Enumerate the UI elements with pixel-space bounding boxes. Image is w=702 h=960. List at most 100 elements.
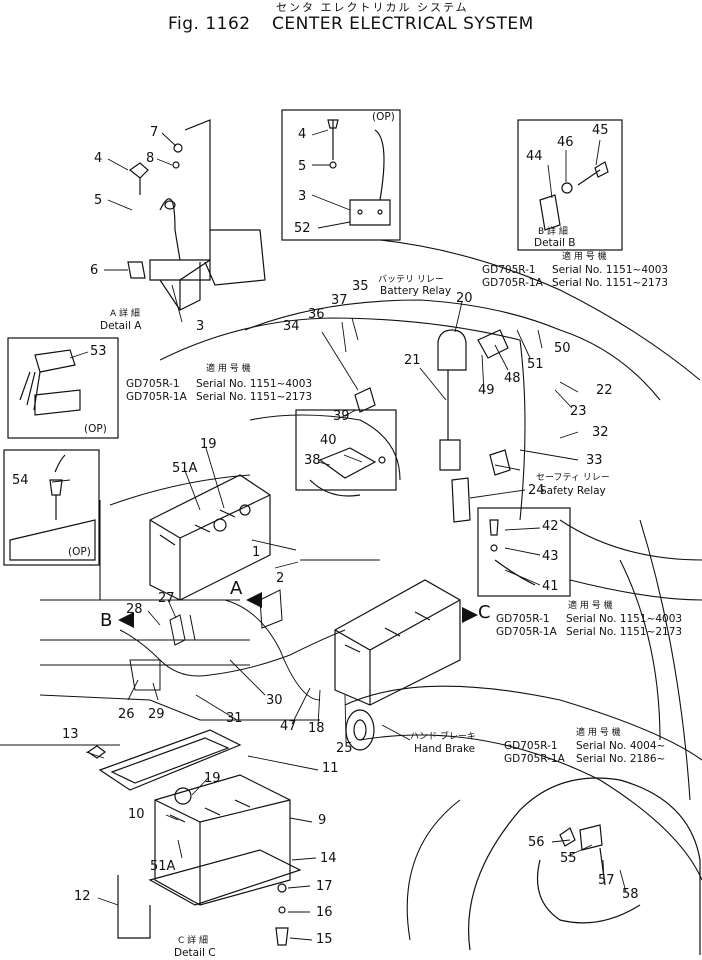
part-number: 37 xyxy=(331,293,348,308)
part-number: 5 xyxy=(94,193,103,208)
part-number: 9 xyxy=(318,813,327,828)
serial-c-1: Serial No. 1151~4003 xyxy=(566,613,683,625)
serial-hb-2: Serial No. 2186~ xyxy=(576,753,666,765)
safety-relay-jp: セーフティ リレー xyxy=(536,473,610,483)
part-number: 3 xyxy=(298,189,307,204)
hand-brake-jp: ハンド ブレーキ xyxy=(410,732,476,742)
part-number: 51A xyxy=(150,859,176,874)
part-number: 4 xyxy=(298,127,307,142)
serial-hb-1: Serial No. 4004~ xyxy=(576,740,666,752)
part-number: 53 xyxy=(90,344,107,359)
title-japanese: センタ エレクトリカル システム xyxy=(276,1,469,14)
part-number: 17 xyxy=(316,879,333,894)
part-number: 7 xyxy=(150,125,159,140)
part-number: 25 xyxy=(336,741,353,756)
part-number: 11 xyxy=(322,761,339,776)
part-number: 56 xyxy=(528,835,545,850)
part-number: 52 xyxy=(294,221,311,236)
figure-title: CENTER ELECTRICAL SYSTEM xyxy=(272,14,534,34)
part-number: 21 xyxy=(404,353,421,368)
view-marker-b: B xyxy=(100,610,113,631)
part-number: 8 xyxy=(146,151,155,166)
model-b-2: GD705R-1A xyxy=(482,277,543,289)
hand-brake-inset xyxy=(467,777,701,955)
battery-relay-op-inset xyxy=(281,109,401,241)
left-battery-drawing xyxy=(149,474,271,601)
part-number: 6 xyxy=(90,263,99,278)
part-number: 31 xyxy=(226,711,243,726)
view-arrows xyxy=(118,592,478,628)
detail-a-label: Detail A xyxy=(100,320,142,332)
part-number: 51A xyxy=(172,461,198,476)
part-number: 22 xyxy=(596,383,613,398)
part-number: 45 xyxy=(592,123,609,138)
view-marker-c: C xyxy=(478,602,491,623)
part-number: 15 xyxy=(316,932,333,947)
part-number: 1 xyxy=(252,545,261,560)
part-number: 13 xyxy=(62,727,79,742)
center-relay-drawing xyxy=(295,387,397,497)
serial-c-2: Serial No. 1151~2173 xyxy=(566,626,683,638)
part-number: 3 xyxy=(196,319,205,334)
detail-c-jp: C 詳 細 xyxy=(178,936,209,946)
serial-left-2: Serial No. 1151~2173 xyxy=(196,391,313,403)
part-number: 55 xyxy=(560,851,577,866)
part-number: 10 xyxy=(128,807,145,822)
part-number: 19 xyxy=(200,437,217,452)
part-number: 32 xyxy=(592,425,609,440)
part-number: 49 xyxy=(478,383,495,398)
part-number: 4 xyxy=(94,151,103,166)
op-label-battery-relay: (OP) xyxy=(372,111,395,123)
part-number: 34 xyxy=(283,319,300,334)
part-number: 38 xyxy=(304,453,321,468)
part-number: 33 xyxy=(586,453,603,468)
serial-b-1: Serial No. 1151~4003 xyxy=(552,264,669,276)
inset-54 xyxy=(3,449,100,566)
serial-left-1: Serial No. 1151~4003 xyxy=(196,378,313,390)
model-left-2: GD705R-1A xyxy=(126,391,187,403)
detail-c-drawing xyxy=(86,729,302,946)
leader-lines xyxy=(51,129,627,941)
part-number: 54 xyxy=(12,473,29,488)
part-number: 51 xyxy=(527,357,544,372)
inset-41-43 xyxy=(477,507,571,597)
detail-b-label: Detail B xyxy=(534,237,576,249)
machine-outline xyxy=(0,239,702,941)
part-number: 20 xyxy=(456,291,473,306)
model-hb-2: GD705R-1A xyxy=(504,753,565,765)
safety-relay-label: Safety Relay xyxy=(540,485,606,497)
part-number: 44 xyxy=(526,149,543,164)
part-number: 57 xyxy=(598,873,615,888)
part-number: 27 xyxy=(158,591,175,606)
applicable-jp-left: 適 用 号 機 xyxy=(206,364,251,374)
part-number: 16 xyxy=(316,905,333,920)
part-number: 30 xyxy=(266,693,283,708)
part-number: 35 xyxy=(352,279,369,294)
part-number: 47 xyxy=(280,719,297,734)
part-number: 5 xyxy=(298,159,307,174)
model-c-2: GD705R-1A xyxy=(496,626,557,638)
model-hb-1: GD705R-1 xyxy=(504,740,558,752)
figure-label: Fig. 1162 xyxy=(168,14,251,34)
part-number: 41 xyxy=(542,579,559,594)
inset-53 xyxy=(7,337,119,439)
applicable-jp-hb: 適 用 号 機 xyxy=(576,728,621,738)
part-number: 2 xyxy=(276,571,285,586)
part-number: 14 xyxy=(320,851,337,866)
part-number: 48 xyxy=(504,371,521,386)
right-battery-drawing xyxy=(334,579,461,751)
detail-c-label: Detail C xyxy=(174,947,216,959)
applicable-jp-b: 適 用 号 機 xyxy=(562,252,607,262)
detail-b-jp: B 詳 細 xyxy=(538,227,568,237)
battery-relay-label: Battery Relay xyxy=(380,285,452,297)
detail-b-inset xyxy=(517,119,623,251)
part-number: 23 xyxy=(570,404,587,419)
part-number: 39 xyxy=(333,409,350,424)
part-number: 18 xyxy=(308,721,325,736)
part-number: 26 xyxy=(118,707,135,722)
part-number: 24 xyxy=(528,483,545,498)
part-number: 50 xyxy=(554,341,571,356)
model-c-1: GD705R-1 xyxy=(496,613,550,625)
op-label-54: (OP) xyxy=(68,546,91,558)
